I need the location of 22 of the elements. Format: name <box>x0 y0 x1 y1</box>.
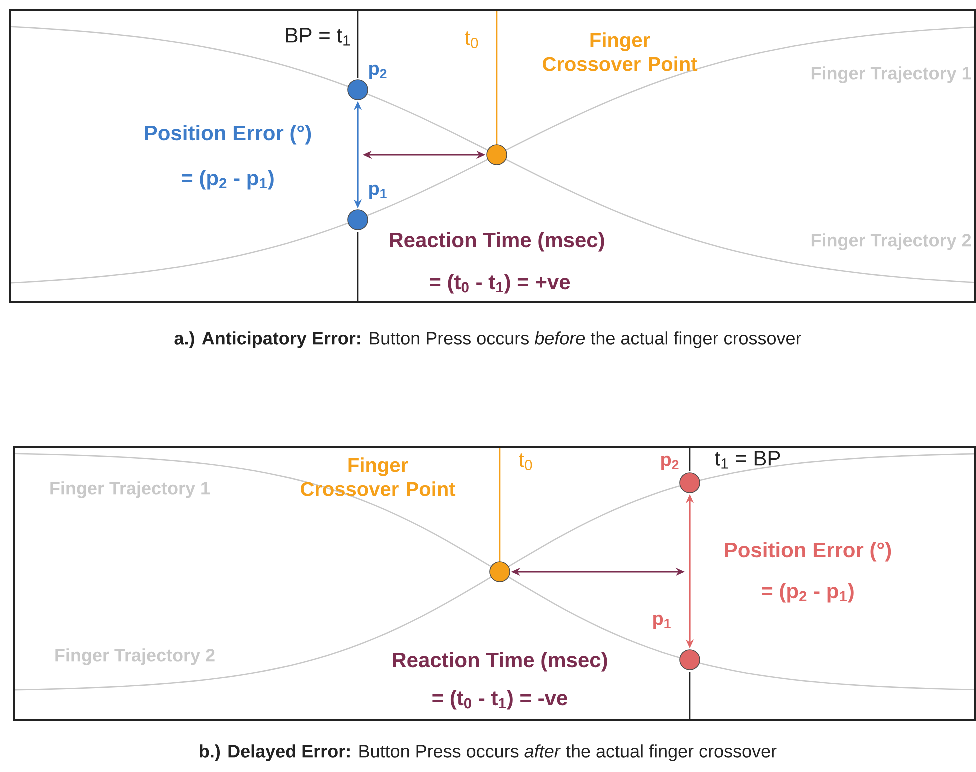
point-dot <box>680 650 700 670</box>
point-dot <box>348 210 368 230</box>
time-label: t$_{0}$ <box>465 32 478 48</box>
point-label: p$_{1}$ <box>654 614 671 630</box>
point-label: Finger Crossover Point <box>543 32 698 72</box>
point-dot <box>486 144 508 166</box>
reaction-time-label: Reaction Time (msec) <box>393 652 608 672</box>
error-label: Position Error (°) <box>145 125 312 145</box>
formula-label: = (p$_{2}$ - p$_{1}$) <box>762 583 854 603</box>
error-label: Position Error (°) <box>725 542 892 562</box>
point-label: p$_{2}$ <box>370 64 387 80</box>
formula-label: = (t$_{0}$ - t$_{1}$) = -ve <box>432 690 568 710</box>
caption: a.) Anticipatory Error: Button Press occurs before the actual finger crossover <box>174 332 802 348</box>
point-label: p$_{1}$ <box>370 184 387 200</box>
caption: b.) Delayed Error: Button Press occurs after the actual finger crossover <box>200 744 777 762</box>
time-label: t$_{0}$ <box>519 454 532 470</box>
formula-label: = (t$_{0}$ - t$_{1}$) = +ve <box>430 274 570 294</box>
point-dot <box>680 472 700 494</box>
point-dot <box>348 80 368 100</box>
point-label: p$_{2}$ <box>662 456 679 470</box>
point-dot <box>490 562 510 582</box>
formula-label: = (p$_{2}$ - p$_{1}$) <box>182 170 274 190</box>
